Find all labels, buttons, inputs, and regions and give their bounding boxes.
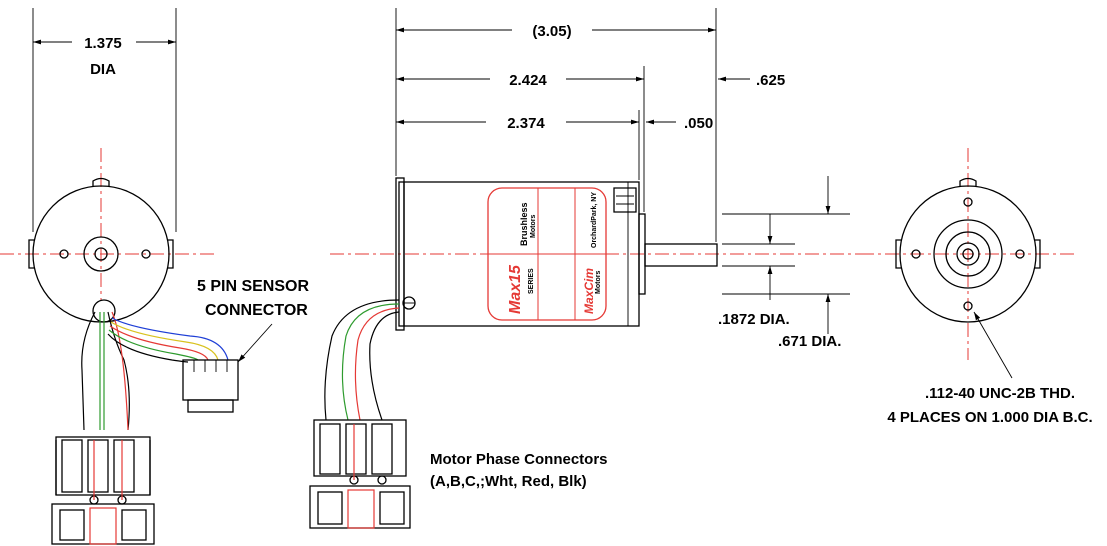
end-diameter-dimension: 1.375 DIA (32, 8, 177, 232)
sensor-connector-label-2: CONNECTOR (205, 302, 308, 319)
length-dimensions: (3.05) 2.424 2.374 .625 .050 (395, 8, 785, 242)
overall-length-value: (3.05) (532, 23, 571, 40)
pilot-height-value: .050 (684, 115, 713, 132)
label-brand-top: Brushless (519, 202, 529, 246)
label-brand-bottom: Motors (530, 215, 537, 238)
side-wire-harness (324, 299, 400, 421)
rear-end-view (0, 148, 215, 323)
end-diameter-value: 1.375 (84, 35, 122, 52)
label-maker-sub: Motors (595, 271, 602, 294)
thread-callout-line-1: .112-40 UNC-2B THD. (925, 385, 1075, 402)
shaft-extension-value: .625 (756, 72, 785, 89)
pilot-diameter-value: .671 DIA. (778, 333, 841, 350)
phase-connectors-label-1: Motor Phase Connectors (430, 451, 608, 468)
label-location: OrchardPark, NY (591, 192, 598, 248)
shaft-diameter-value: .1872 DIA. (718, 311, 790, 328)
label-series-name: Max15 (507, 264, 524, 314)
phase-connectors-label-2: (A,B,C,;Wht, Red, Blk) (430, 473, 587, 490)
body-length-2-value: 2.374 (507, 115, 545, 132)
sensor-connector: 5 PIN SENSOR CONNECTOR (182, 278, 309, 413)
body-length-1-value: 2.424 (509, 72, 547, 89)
side-phase-connector (309, 419, 411, 529)
thread-callout-line-2: 4 PLACES ON 1.000 DIA B.C. (887, 409, 1092, 426)
side-view: Brushless Motors Max15 SERIES OrchardPar… (330, 177, 870, 331)
label-maker: MaxCim (582, 268, 596, 314)
rear-wire-harness (81, 311, 229, 431)
front-end-view (860, 148, 1077, 379)
label-series-word: SERIES (528, 268, 535, 294)
sensor-connector-label-1: 5 PIN SENSOR (197, 278, 309, 295)
end-diameter-unit: DIA (90, 61, 116, 78)
rear-phase-connector (51, 436, 155, 545)
diameter-dimensions: .1872 DIA. .671 DIA. (718, 176, 850, 350)
